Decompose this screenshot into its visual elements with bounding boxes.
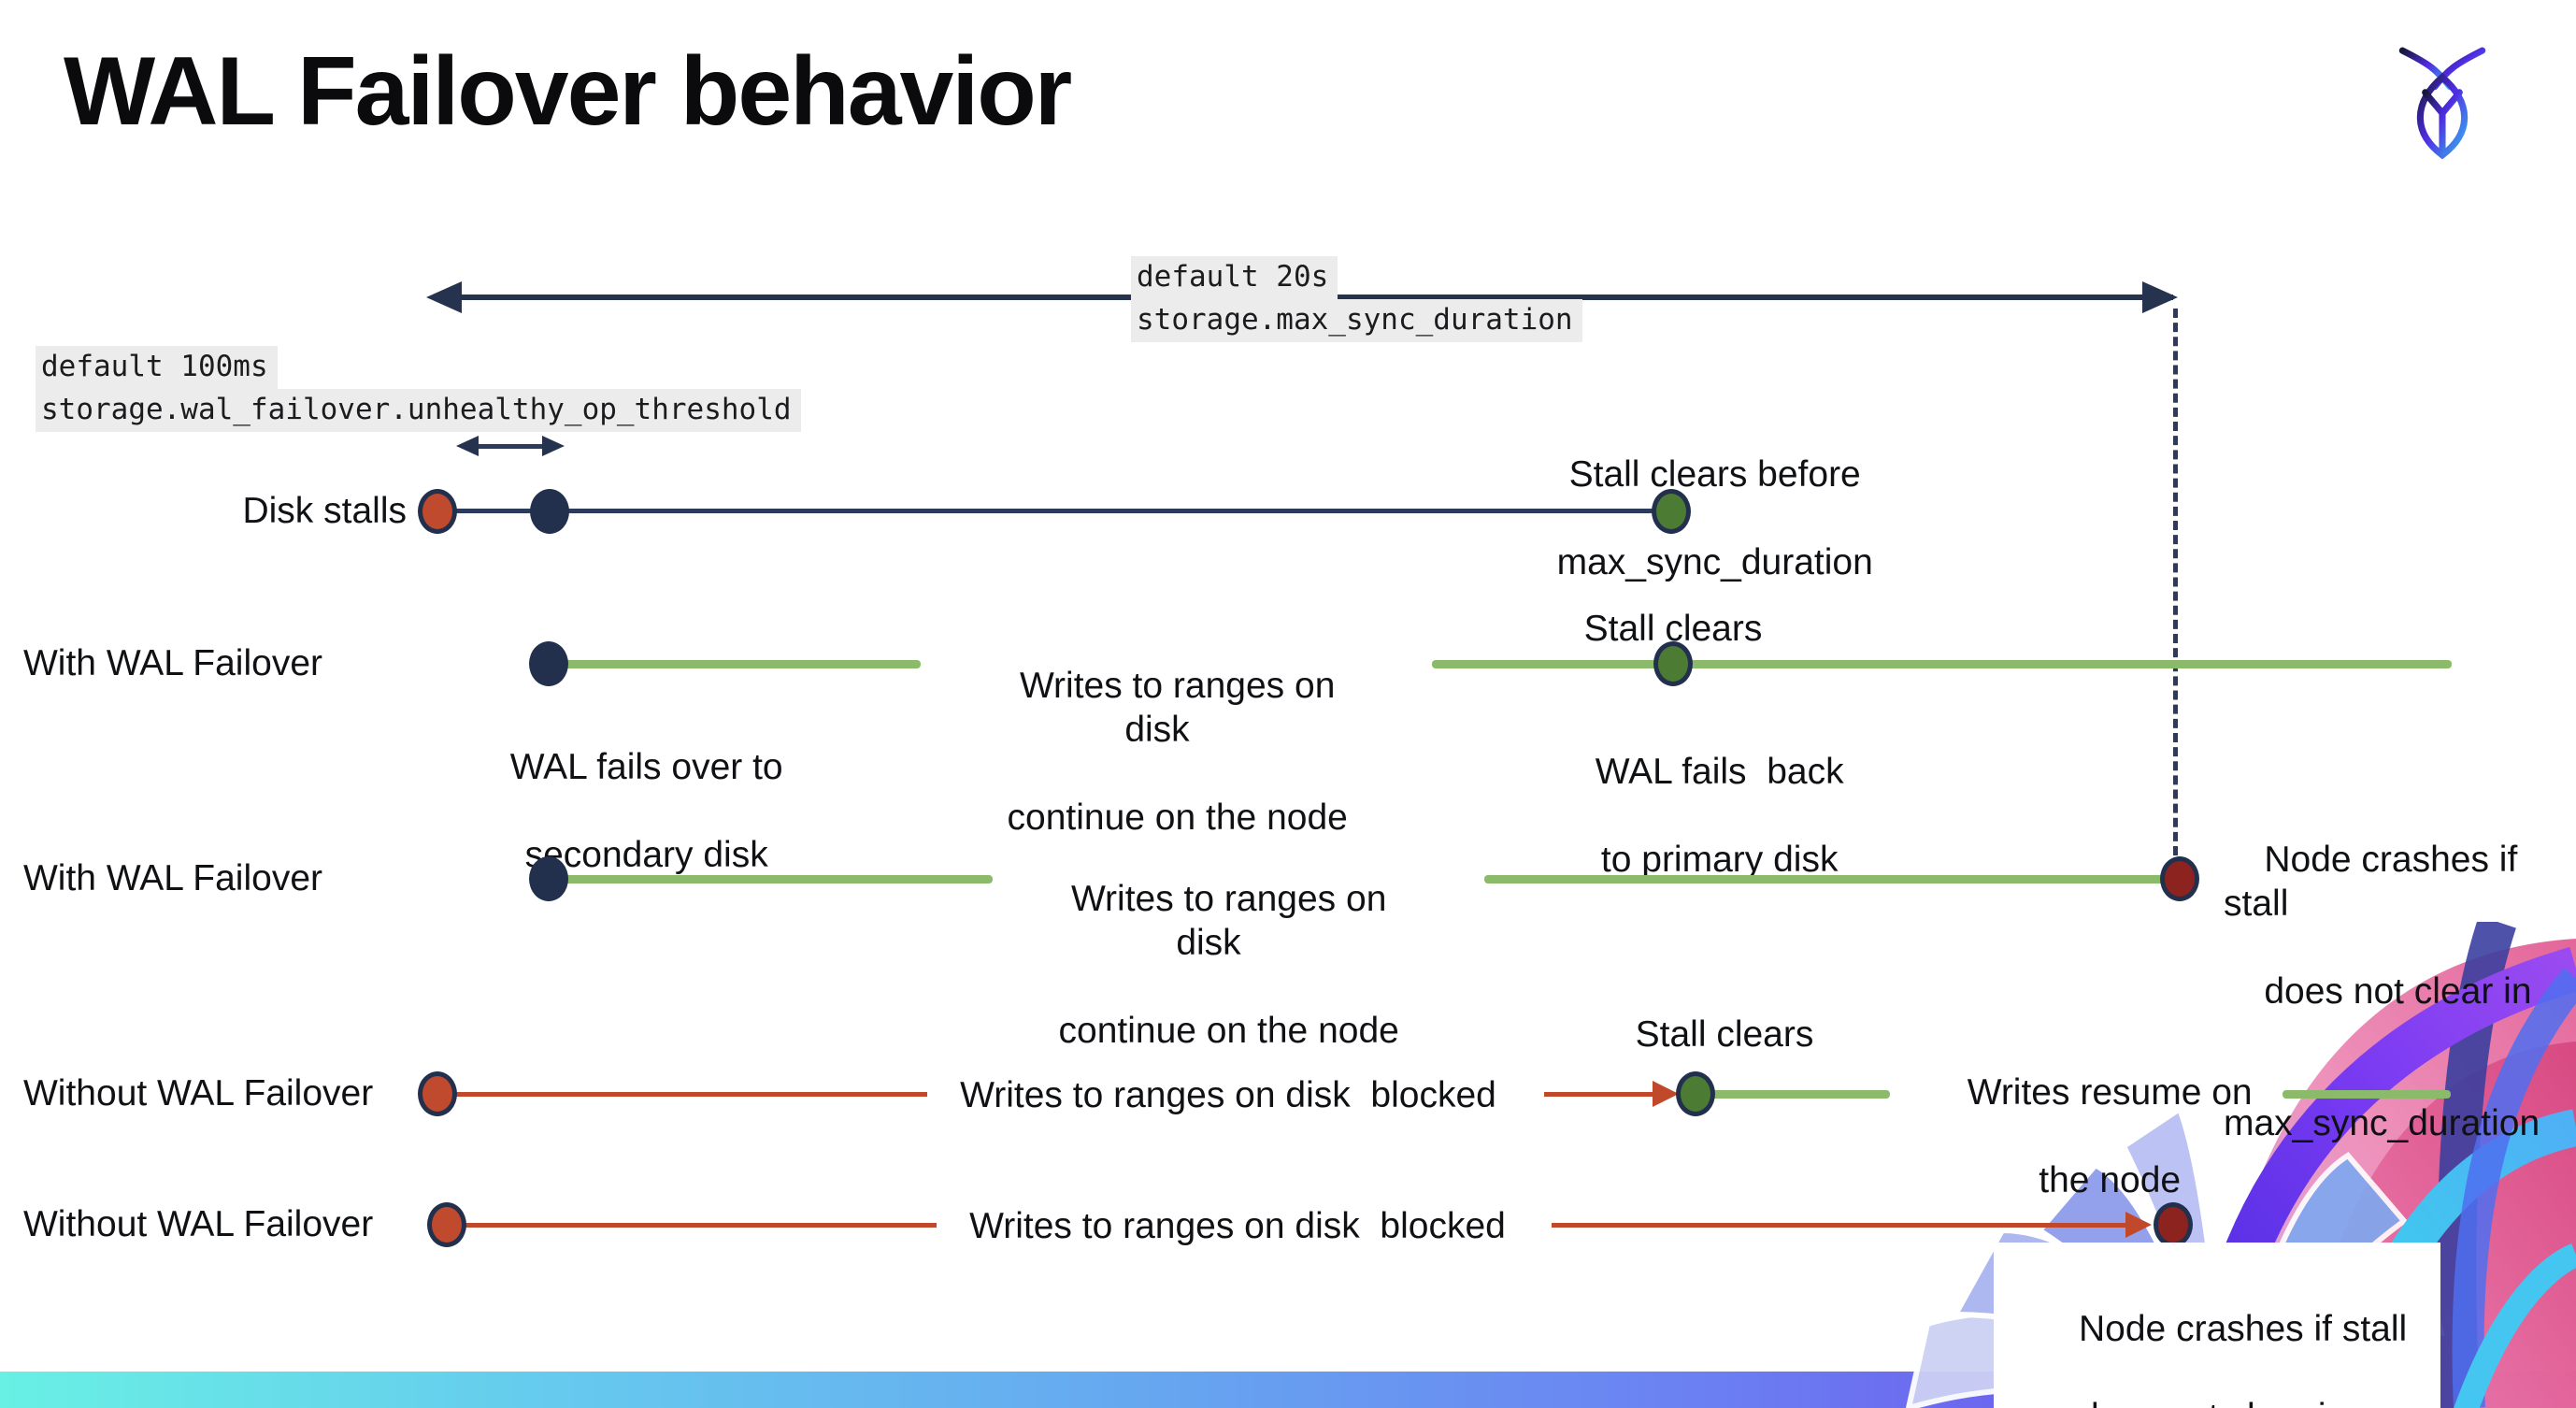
threshold-arrow-line [472,444,554,449]
writes-blocked-line-a [454,1092,927,1097]
disk-stall-start-dot [418,489,457,534]
writes-continue-row3-line1: Writes to ranges on disk [1070,879,1397,963]
node-crashes-row3-line1: Node crashes if stall [2224,840,2528,924]
writes-blocked-line-b [462,1223,937,1228]
page-title: WAL Failover behavior [64,37,1072,146]
stall-clears-before-line2: max_sync_duration [1556,542,1873,582]
wal-fails-over-line2: secondary disk [524,835,768,875]
row-label-with-wal-failover-1: With WAL Failover [23,643,322,683]
stall-clears-dot-row2 [1653,641,1693,686]
node-crashes-row3-line3: max_sync_duration [2224,1103,2540,1143]
cockroachdb-logo-icon [2398,47,2486,160]
logo-y-vein [2422,89,2463,156]
disk-stall-dot-row5 [427,1202,466,1247]
wal-fails-back-line2: to primary disk [1600,840,1839,880]
failover-trigger-dot-row2 [529,641,568,686]
wal-fails-back-line1: WAL fails back [1595,752,1844,792]
node-crash-dot-row5 [2154,1202,2193,1247]
max-sync-deadline-dashed-line [2173,309,2178,855]
writes-resume-line2: the node [2039,1160,2182,1200]
max-sync-duration-arrowhead-left [426,281,462,313]
stall-clears-before-line1: Stall clears before [1568,454,1861,495]
art-light-blue-arc [2454,1243,2576,1408]
failover-trigger-dot-row3 [529,856,568,901]
row-label-disk-stalls: Disk stalls [242,491,407,531]
writes-continue-row2-line2: continue on the node [1007,797,1348,838]
failover-threshold-dot [530,489,569,534]
writes-blocked-arrow-line-row5 [1552,1223,2129,1228]
max-sync-duration-tag: default 20s storage.max_sync_duration [1131,256,1582,342]
writes-continue-line-d [1484,875,2178,884]
disk-stall-timeline [439,509,1671,513]
threshold-arrowhead-left [456,436,479,456]
writes-resume-note: Writes resume on the node [1924,1027,2255,1246]
stall-clears-dot-row1 [1652,489,1691,534]
writes-blocked-note-row5: Writes to ranges on disk blocked [969,1206,1506,1246]
writes-blocked-arrowhead-row5 [2125,1212,2152,1238]
writes-resume-line-a [1709,1090,1890,1099]
writes-blocked-note-row4: Writes to ranges on disk blocked [960,1075,1496,1115]
unhealthy-op-default-label: default 100ms [36,346,278,389]
node-crashes-row3-line2: does not clear in [2264,971,2532,1012]
writes-continue-line-c [561,875,993,884]
node-crashes-row5-line2: does not clear in [2079,1397,2346,1408]
wal-fails-over-note: WAL fails over to secondary disk [467,701,785,921]
node-crashes-row5-line1: Node crashes if stall [2079,1309,2408,1349]
node-crashes-note-row5: Node crashes if stall does not clear in … [2018,1263,2440,1408]
unhealthy-op-setting-name: storage.wal_failover.unhealthy_op_thresh… [36,389,801,432]
writes-continue-line-b [1432,660,2452,668]
wal-fails-over-line1: WAL fails over to [509,747,783,787]
row-label-with-wal-failover-2: With WAL Failover [23,858,322,898]
writes-continue-line-a [561,660,921,668]
node-crashes-note-row3: Node crashes if stall does not clear in … [2224,794,2576,1189]
stall-clears-note-row2: Stall clears [1583,609,1763,649]
writes-continue-row2-line1: Writes to ranges on disk [1019,666,1346,750]
stall-clears-dot-row4 [1676,1071,1715,1116]
art-blue-arc [2452,968,2576,1408]
writes-blocked-arrowhead-row4 [1653,1081,1679,1107]
max-sync-setting-name: storage.max_sync_duration [1131,299,1582,342]
writes-blocked-arrow-line-row4 [1544,1092,1658,1097]
unhealthy-op-threshold-tag: default 100ms storage.wal_failover.unhea… [36,346,801,432]
writes-continue-row3-line2: continue on the node [1058,1011,1399,1051]
disk-stall-dot-row4 [418,1071,457,1116]
max-sync-duration-arrowhead-right [2142,281,2178,313]
node-crash-dot-row3 [2160,856,2199,901]
max-sync-default-label: default 20s [1131,256,1338,299]
row-label-without-wal-failover-2: Without WAL Failover [23,1204,374,1244]
row-label-without-wal-failover-1: Without WAL Failover [23,1073,374,1113]
writes-resume-line1: Writes resume on [1967,1072,2253,1113]
writes-continue-note-row2: Writes to ranges on disk continue on the… [942,620,1372,884]
stall-clears-before-note: Stall clears before max_sync_duration [1489,409,1900,628]
writes-resume-line-b [2283,1090,2451,1099]
node-crashes-callout-box: Node crashes if stall does not clear in … [1994,1243,2440,1408]
stall-clears-note-row4: Stall clears [1635,1014,1814,1055]
wal-fails-back-note: WAL fails back to primary disk [1542,706,1856,926]
writes-continue-note-row3: Writes to ranges on disk continue on the… [994,833,1424,1097]
threshold-arrowhead-right [542,436,565,456]
